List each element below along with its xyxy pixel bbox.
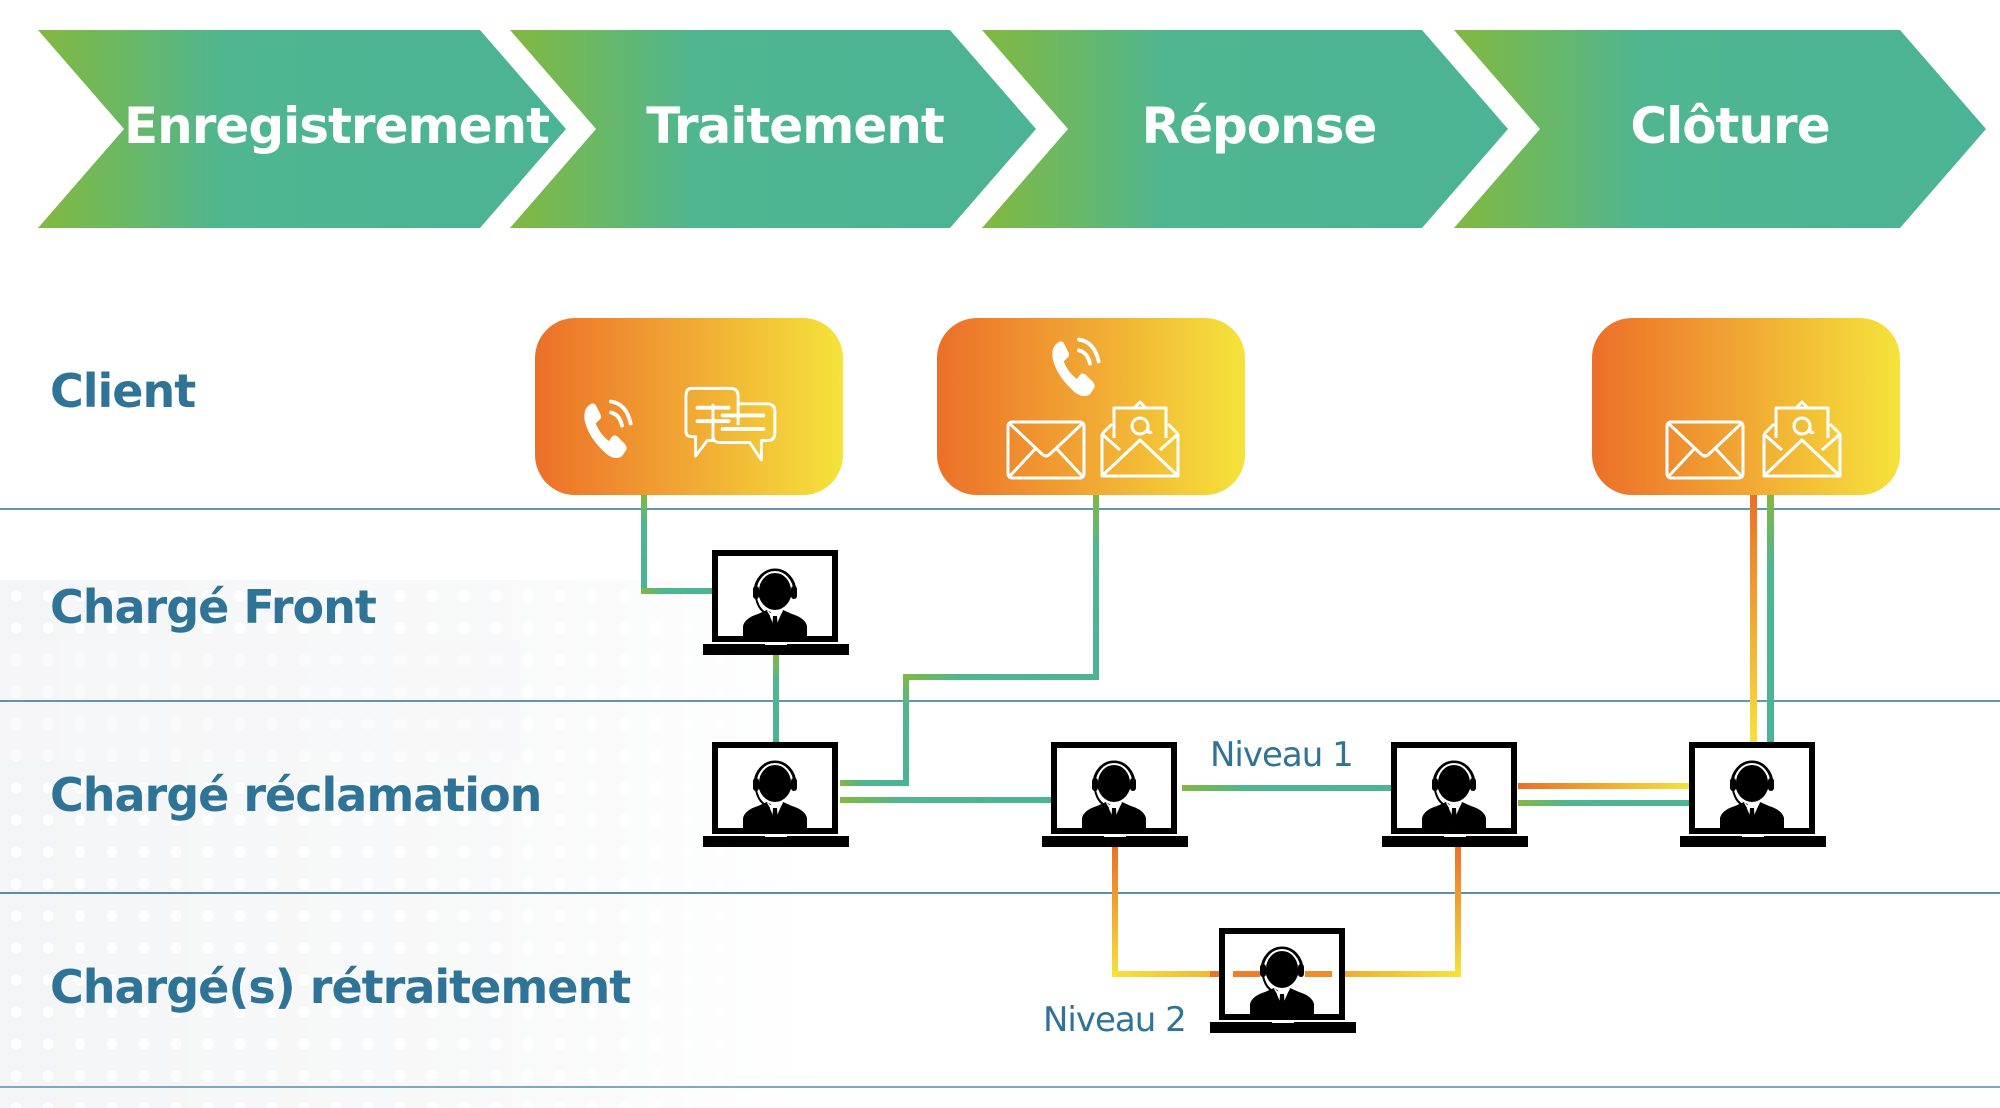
- connector-level1: [1182, 785, 1392, 791]
- connector-reclamation3-to-cloture-green: [1518, 800, 1690, 806]
- agent-laptop-icon-retraitement: [1210, 928, 1356, 1034]
- connector-client-reponse-to-reclamation: [840, 494, 1099, 786]
- client-channel-box-cloture: [1592, 318, 1900, 495]
- background-block: [0, 640, 520, 760]
- agent-laptop-icon-reclamation-4: [1680, 742, 1826, 848]
- level-1-label: Niveau 1: [1210, 735, 1354, 775]
- phase-label-cloture: Clôture: [1630, 97, 1830, 155]
- chevron-enregistrement: [38, 30, 566, 228]
- lane-label-charge-front: Chargé Front: [50, 580, 377, 634]
- lane-label-client: Client: [50, 364, 196, 418]
- chevron-traitement: [510, 30, 1036, 228]
- chevron-cloture: [1454, 30, 1986, 228]
- level-2-label: Niveau 2: [1043, 1000, 1187, 1040]
- connector-cloture-to-client-green: [1767, 494, 1774, 744]
- client-channel-box-enregistrement: [535, 318, 843, 495]
- phase-label-enregistrement: Enregistrement: [124, 97, 550, 155]
- agent-laptop-icon-reclamation-3: [1382, 742, 1528, 848]
- connector-reclamation1-to-reclamation2: [840, 797, 1052, 803]
- connector-cloture-to-client-orange: [1750, 494, 1757, 744]
- connector-front-to-reclamation: [773, 655, 779, 743]
- lane-label-charge-retraitement: Chargé(s) rétraitement: [50, 960, 631, 1014]
- agent-laptop-icon-front: [703, 550, 849, 656]
- client-channel-box-reponse: [937, 318, 1245, 495]
- agent-laptop-icon-reclamation-2: [1042, 742, 1188, 848]
- connector-reclamation3-to-cloture-orange: [1518, 783, 1690, 789]
- lane-label-charge-reclamation: Chargé réclamation: [50, 768, 542, 822]
- connector-client-to-front: [641, 494, 714, 594]
- agent-laptop-icon-reclamation-1: [703, 742, 849, 848]
- chevron-reponse: [982, 30, 1508, 228]
- phase-label-traitement: Traitement: [646, 97, 944, 155]
- phase-label-reponse: Réponse: [1141, 97, 1378, 155]
